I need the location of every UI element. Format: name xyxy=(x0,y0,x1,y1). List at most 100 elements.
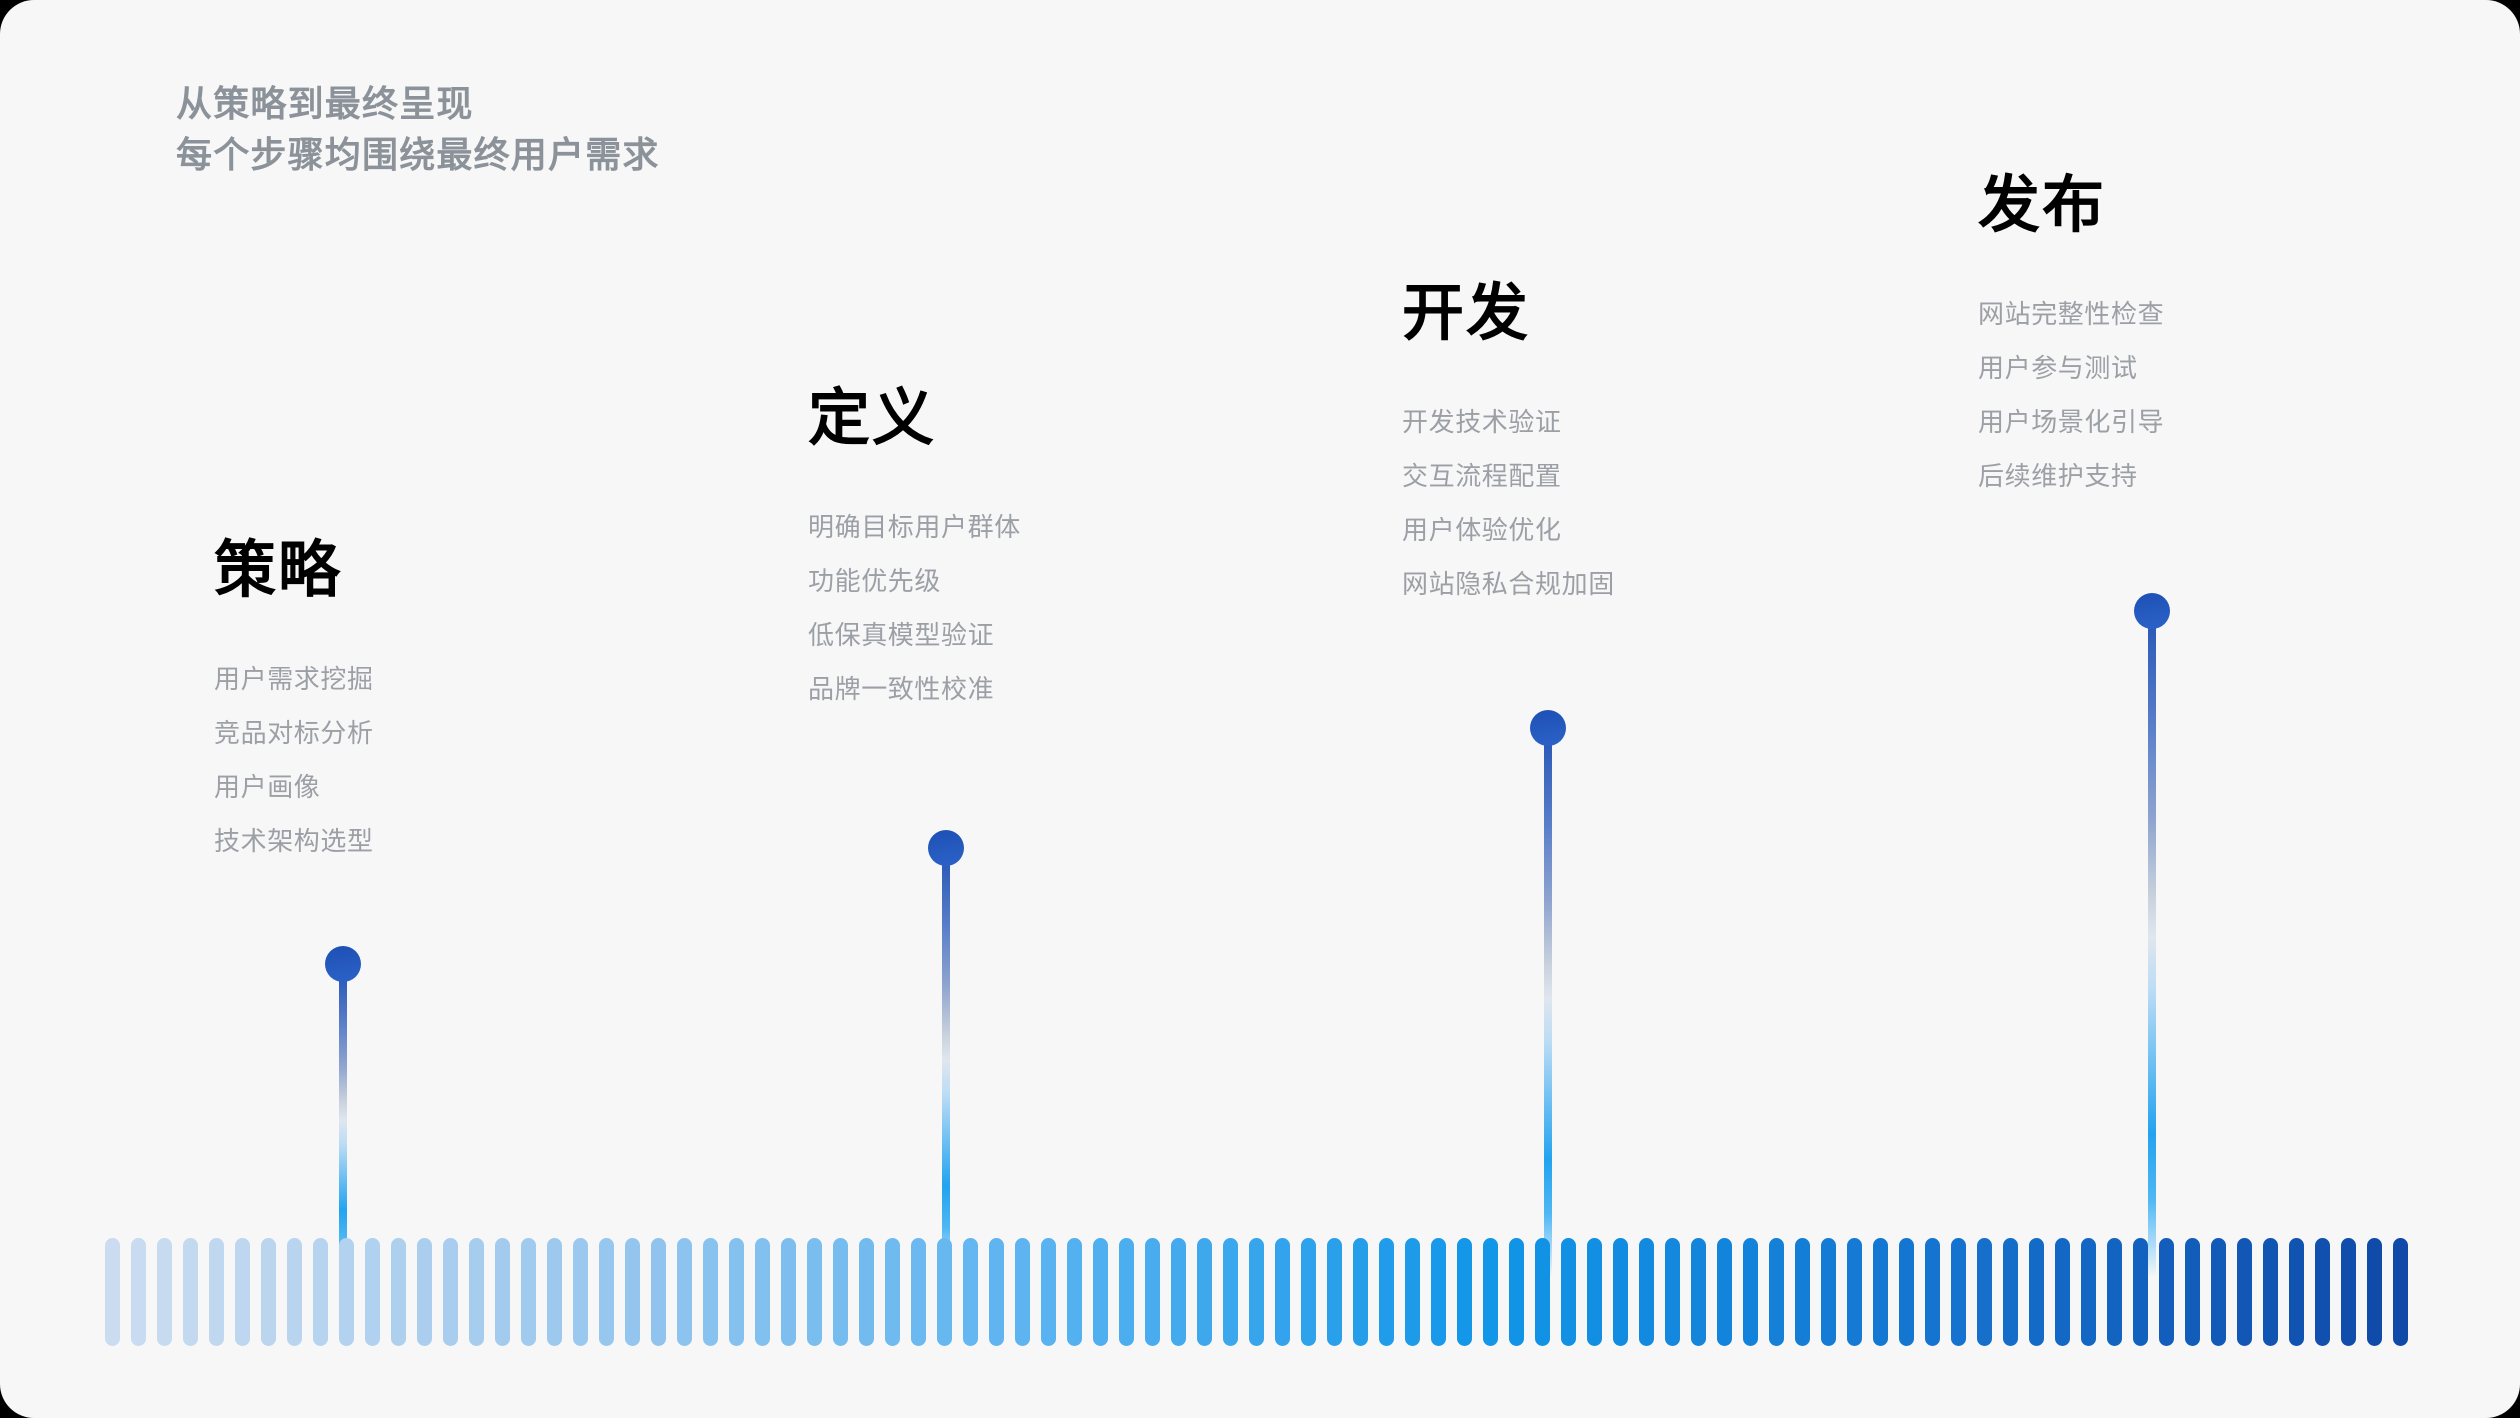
timeline-bar xyxy=(1119,1238,1134,1346)
timeline-bar xyxy=(365,1238,380,1346)
timeline-bar xyxy=(2237,1238,2252,1346)
timeline-bar xyxy=(859,1238,874,1346)
timeline-bar xyxy=(313,1238,328,1346)
stage-title: 开发 xyxy=(1402,279,1531,348)
timeline-bar xyxy=(1821,1238,1836,1346)
timeline-bar xyxy=(1015,1238,1030,1346)
timeline-bar xyxy=(1275,1238,1290,1346)
timeline-bar xyxy=(2393,1238,2408,1346)
timeline-bar xyxy=(1665,1238,1680,1346)
timeline-bar xyxy=(651,1238,666,1346)
timeline-bar xyxy=(781,1238,796,1346)
timeline-bar xyxy=(1873,1238,1888,1346)
stage-item: 竞品对标分析 xyxy=(214,718,374,748)
pin-stem xyxy=(2148,623,2156,1278)
pin-stem xyxy=(339,976,347,1276)
timeline-bar xyxy=(1925,1238,1940,1346)
stage-item: 低保真模型验证 xyxy=(808,620,995,650)
stage-column-define: 定义 明确目标用户群体 功能优先级 低保真模型验证 品牌一致性校准 xyxy=(808,388,1021,704)
timeline-bar xyxy=(1041,1238,1056,1346)
timeline-bar xyxy=(547,1238,562,1346)
stage-item: 后续维护支持 xyxy=(1978,461,2138,491)
stage-title: 发布 xyxy=(1978,171,2107,240)
timeline-bar xyxy=(1743,1238,1758,1346)
timeline-bar xyxy=(521,1238,536,1346)
timeline-bar xyxy=(1795,1238,1810,1346)
timeline-bar xyxy=(443,1238,458,1346)
timeline-bar xyxy=(1431,1238,1446,1346)
timeline-bar xyxy=(1535,1238,1550,1346)
timeline-bar xyxy=(1171,1238,1186,1346)
timeline-bar xyxy=(885,1238,900,1346)
timeline-bar xyxy=(1977,1238,1992,1346)
timeline-bar xyxy=(2341,1238,2356,1346)
timeline-bar xyxy=(1379,1238,1394,1346)
timeline-bar xyxy=(1067,1238,1082,1346)
timeline-bar xyxy=(937,1238,952,1346)
timeline-bar xyxy=(391,1238,406,1346)
timeline-bar xyxy=(911,1238,926,1346)
timeline-bar xyxy=(1327,1238,1342,1346)
timeline-bar xyxy=(2315,1238,2330,1346)
timeline-bar xyxy=(157,1238,172,1346)
timeline-bar xyxy=(703,1238,718,1346)
timeline-bar xyxy=(2159,1238,2174,1346)
stage-item: 用户画像 xyxy=(214,772,321,802)
pin-stem xyxy=(942,860,950,1278)
timeline-bar xyxy=(1301,1238,1316,1346)
stage-column-release: 发布 网站完整性检查 用户参与测试 用户场景化引导 后续维护支持 xyxy=(1978,171,2165,491)
timeline-bar xyxy=(287,1238,302,1346)
timeline-bar xyxy=(729,1238,744,1346)
stage-item: 网站隐私合规加固 xyxy=(1402,569,1615,599)
timeline-bar xyxy=(599,1238,614,1346)
stage-column-strategy: 策略 用户需求挖掘 竞品对标分析 用户画像 技术架构选型 xyxy=(214,540,374,856)
timeline-bar xyxy=(469,1238,484,1346)
page-title: 从策略到最终呈现 每个步骤均围绕最终用户需求 xyxy=(176,78,660,180)
pin-dot-icon xyxy=(325,946,361,982)
timeline-bar xyxy=(2003,1238,2018,1346)
timeline-bar xyxy=(755,1238,770,1346)
timeline-bar xyxy=(183,1238,198,1346)
timeline-bar xyxy=(1639,1238,1654,1346)
timeline-bar xyxy=(1717,1238,1732,1346)
timeline-bar xyxy=(573,1238,588,1346)
timeline-bar xyxy=(235,1238,250,1346)
stage-item: 明确目标用户群体 xyxy=(808,512,1021,542)
timeline-bar xyxy=(2289,1238,2304,1346)
timeline-bar xyxy=(209,1238,224,1346)
timeline-bar-strip xyxy=(105,1238,2408,1346)
timeline-bar xyxy=(261,1238,276,1346)
timeline-bar xyxy=(2367,1238,2382,1346)
pin-dot-icon xyxy=(1530,710,1566,746)
timeline-bar xyxy=(677,1238,692,1346)
timeline-bar xyxy=(1223,1238,1238,1346)
timeline-bar xyxy=(1457,1238,1472,1346)
timeline-bar xyxy=(1353,1238,1368,1346)
timeline-bar xyxy=(2133,1238,2148,1346)
stage-item: 功能优先级 xyxy=(808,566,942,596)
stage-item: 网站完整性检查 xyxy=(1978,299,2165,329)
timeline-bar xyxy=(2081,1238,2096,1346)
page-title-line-2: 每个步骤均围绕最终用户需求 xyxy=(176,134,660,176)
timeline-bar xyxy=(1249,1238,1264,1346)
timeline-bar xyxy=(2211,1238,2226,1346)
timeline-bar xyxy=(1197,1238,1212,1346)
timeline-bar xyxy=(417,1238,432,1346)
timeline-bar xyxy=(989,1238,1004,1346)
timeline-bar xyxy=(1587,1238,1602,1346)
stage-item: 用户场景化引导 xyxy=(1978,407,2165,437)
timeline-bar xyxy=(1847,1238,1862,1346)
stage-item: 技术架构选型 xyxy=(214,826,374,856)
stage-item: 交互流程配置 xyxy=(1402,461,1562,491)
timeline-bar xyxy=(1483,1238,1498,1346)
pin-dot-icon xyxy=(2134,593,2170,629)
timeline-bar xyxy=(2107,1238,2122,1346)
timeline-bar xyxy=(339,1238,354,1346)
stage-item: 品牌一致性校准 xyxy=(808,674,995,704)
timeline-bar xyxy=(1561,1238,1576,1346)
timeline-bar xyxy=(131,1238,146,1346)
timeline-bar xyxy=(625,1238,640,1346)
timeline-bar xyxy=(833,1238,848,1346)
timeline-bar xyxy=(2263,1238,2278,1346)
